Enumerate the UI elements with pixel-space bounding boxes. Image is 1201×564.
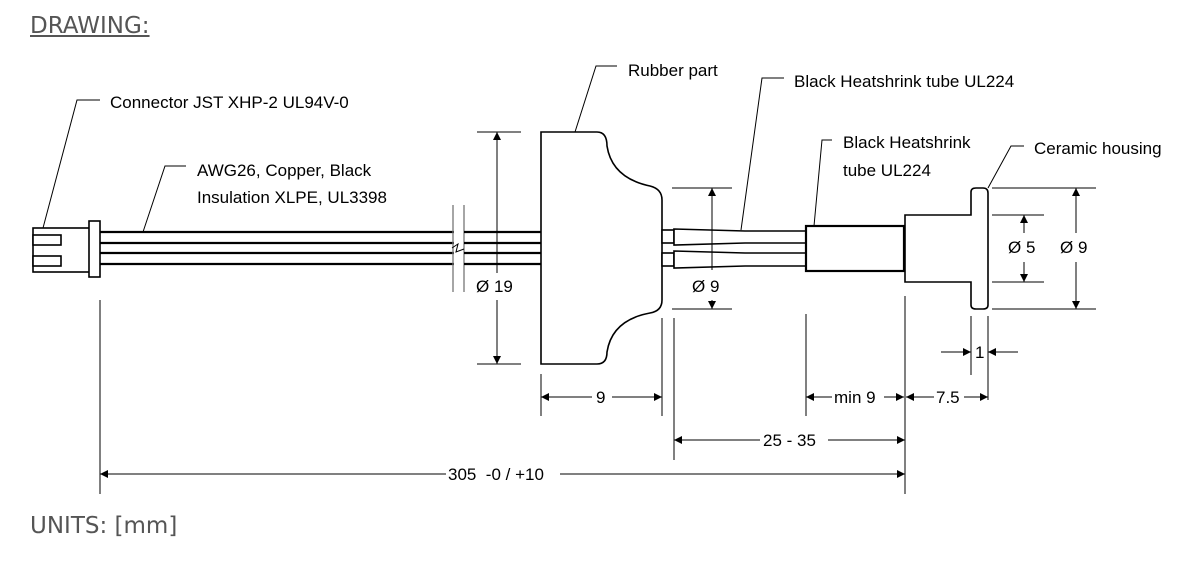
wire-stub-bottom [661, 252, 675, 267]
dim-rubber-diameter [477, 131, 521, 365]
heatshrink-sleeve [804, 224, 906, 273]
callout-heatshrink-line2: tube UL224 [843, 161, 931, 180]
callout-wire-line2: Insulation XLPE, UL3398 [197, 188, 387, 207]
connector-shape [32, 220, 101, 278]
dim-total-length-label: 305 -0 / +10 [448, 465, 544, 484]
callout-ceramic: Ceramic housing [1034, 139, 1162, 158]
wire-stub-top [661, 229, 675, 244]
dim-tube-diameter [672, 187, 732, 310]
ceramic-housing-shape [904, 187, 989, 310]
leader-heatshrink [813, 139, 832, 227]
dim-rubber-diameter-label: Ø 19 [476, 277, 513, 296]
rubber-part-shape [540, 131, 663, 365]
dim-rubber-length-label: 9 [596, 388, 605, 407]
callout-heatshrink-long: Black Heatshrink tube UL224 [794, 72, 1014, 91]
thin-heatshrink-bottom [673, 250, 807, 269]
cable-wires-right [464, 230, 542, 266]
cable-wires-left [100, 230, 454, 266]
leader-wire [142, 165, 186, 233]
callout-rubber: Rubber part [628, 61, 718, 80]
dim-inner-diameter-label: Ø 5 [1008, 238, 1035, 257]
dim-tube-diameter-label: Ø 9 [692, 277, 719, 296]
leader-connector [42, 99, 100, 229]
dim-housing-diameter [992, 187, 1096, 310]
leader-rubber [574, 65, 617, 133]
leader-ceramic [987, 145, 1024, 189]
callout-wire-line1: AWG26, Copper, Black [197, 161, 372, 180]
dim-heatshrink-min-label: min 9 [834, 388, 876, 407]
units-label: UNITS: [mm] [30, 513, 178, 539]
thin-heatshrink-top [673, 228, 807, 246]
dim-housing-diameter-label: Ø 9 [1060, 238, 1087, 257]
callout-connector: Connector JST XHP-2 UL94V-0 [110, 93, 349, 112]
dim-housing-length-label: 7.5 [936, 388, 960, 407]
callout-heatshrink-line1: Black Heatshrink [843, 133, 971, 152]
dim-flange-thickness [941, 316, 1018, 400]
dim-flange-thickness-label: 1 [975, 343, 984, 362]
cable-break-symbol [451, 205, 465, 292]
dim-tail-range-label: 25 - 35 [763, 431, 816, 450]
leader-heatshrink-long [740, 77, 784, 231]
drawing-heading: DRAWING: [30, 13, 150, 39]
dim-inner-diameter [992, 214, 1044, 283]
